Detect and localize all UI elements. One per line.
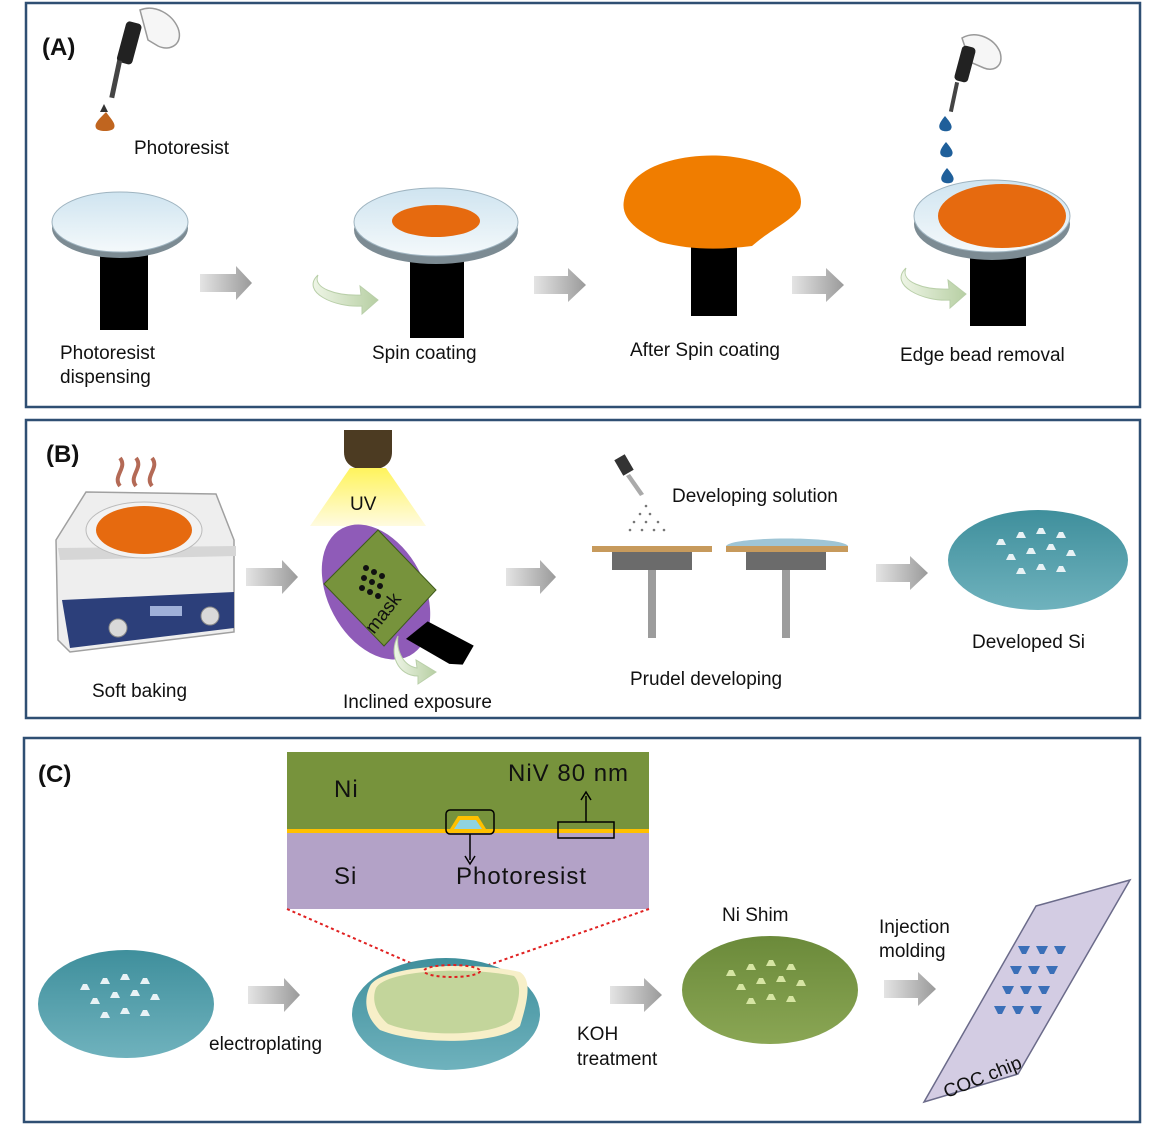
prudel-developing-label: Prudel developing (630, 669, 782, 690)
solvent-drop-icon (940, 142, 953, 158)
step3-label: After Spin coating (630, 340, 780, 361)
rotation-arrow-icon (900, 267, 967, 310)
arrow-icon (200, 266, 252, 300)
panel-c-frame (22, 736, 1142, 1124)
coc-chip: COC chip (922, 878, 1132, 1104)
panel-a-frame (24, 1, 1142, 409)
photoresist-drop-icon (95, 112, 115, 131)
rotation-arrow-icon (393, 635, 437, 685)
wafer-step4 (913, 179, 1071, 326)
developing-solution-label: Developing solution (672, 486, 838, 507)
injection-label-line2: molding (879, 941, 946, 962)
wafer-step1 (51, 191, 189, 330)
arrow-icon (246, 560, 298, 594)
developed-si-wafer (948, 510, 1128, 610)
developed-si-label: Developed Si (972, 632, 1085, 653)
arrow-icon (876, 556, 928, 590)
arrow-icon (506, 560, 556, 594)
panel-c-label: (C) (38, 761, 71, 788)
rotation-arrow-icon (312, 274, 379, 316)
inset-photoresist-label: Photoresist (456, 863, 587, 890)
electroplated-wafer (352, 958, 540, 1070)
ni-label: Ni (334, 776, 359, 803)
arrow-icon (248, 978, 300, 1012)
koh-label-line1: KOH (577, 1024, 618, 1045)
step1-label-line1: Photoresist (60, 343, 156, 364)
developing-stage-2 (726, 538, 848, 638)
panel-b-label: (B) (46, 441, 79, 468)
hot-plate-icon (55, 456, 236, 653)
arrow-icon (610, 978, 662, 1012)
si-label: Si (334, 863, 357, 890)
cross-section-inset (287, 752, 649, 909)
zoom-line (479, 908, 650, 969)
panel-a: (A) Photoresist Photoresist dispensing S… (24, 1, 1142, 409)
pipette-hand-icon (948, 34, 1002, 113)
panel-a-label: (A) (42, 34, 75, 61)
inclined-exposure-label: Inclined exposure (343, 692, 492, 713)
uv-label: UV (350, 494, 377, 515)
wafer-step2 (353, 187, 519, 338)
step4-label: Edge bead removal (900, 345, 1065, 366)
dropper-icon (614, 454, 644, 496)
inclined-wafer-icon: mask (321, 524, 474, 665)
developed-si-wafer-c (38, 950, 214, 1058)
wafer-step3 (623, 155, 801, 316)
injection-label-line1: Injection (879, 917, 950, 938)
soft-baking-label: Soft baking (92, 681, 187, 702)
zoom-line (286, 908, 423, 969)
ni-shim-wafer (682, 936, 858, 1044)
ni-shim-label: Ni Shim (722, 905, 789, 926)
step1-label-line2: dispensing (60, 367, 151, 388)
arrow-icon (534, 268, 586, 302)
arrow-icon (792, 268, 844, 302)
pipette-hand-icon (100, 7, 181, 112)
arrow-icon (884, 972, 936, 1006)
solvent-drop-icon (941, 168, 954, 184)
electroplating-label: electroplating (209, 1034, 322, 1055)
uv-lamp-icon (344, 430, 392, 470)
spray-icon (628, 504, 666, 532)
panel-b: (B) Soft baking UV (24, 418, 1142, 720)
panel-b-frame (24, 418, 1142, 720)
developing-stage-1 (592, 546, 712, 638)
step2-label: Spin coating (372, 343, 477, 364)
photoresist-label: Photoresist (134, 138, 230, 159)
solvent-drop-icon (939, 116, 952, 132)
koh-label-line2: treatment (577, 1049, 658, 1070)
niv-label: NiV 80 nm (508, 760, 629, 787)
panel-c: (C) Ni NiV 80 nm Si Photoresist (22, 736, 1142, 1124)
uv-light-icon (310, 468, 426, 526)
